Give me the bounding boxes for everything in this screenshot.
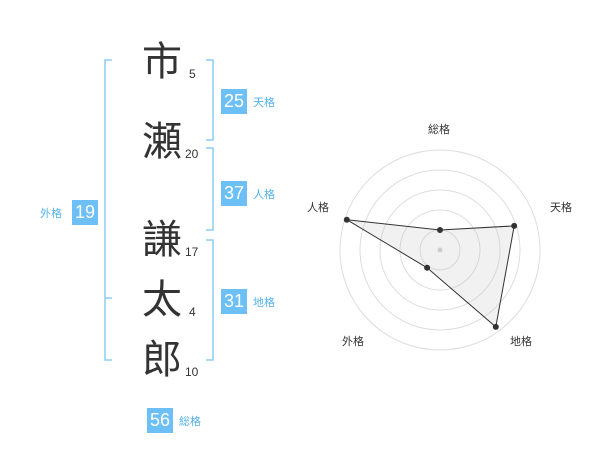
chikaku-label: 地格	[253, 296, 275, 309]
stroke-count-5: 10	[185, 365, 199, 379]
brackets	[104, 59, 214, 361]
tenkaku-badge: 25	[221, 89, 247, 114]
name-char-2: 瀬	[142, 119, 182, 165]
stroke-count-4: 4	[189, 305, 196, 319]
radar-point-2	[492, 323, 499, 330]
name-char-3: 謙	[142, 217, 182, 263]
radar-grid-ring	[399, 209, 481, 291]
tenkaku-bracket	[206, 59, 214, 141]
jinkaku-label: 人格	[253, 188, 275, 201]
stroke-count-3: 17	[185, 245, 199, 259]
gaikaku-badge: 19	[72, 200, 98, 225]
radar-grid	[339, 149, 541, 351]
radar-grid-ring	[379, 189, 501, 311]
name-char-5: 郎	[142, 337, 182, 383]
soukaku-label: 総格	[179, 415, 201, 428]
radar-point-3	[424, 264, 431, 271]
radar-axis-label-chikaku: 地格	[510, 335, 532, 348]
radar-axis-label-jinkaku: 人格	[307, 201, 329, 214]
tenkaku-label: 天格	[253, 96, 275, 109]
radar-grid-ring	[359, 169, 521, 331]
gaikaku-bracket	[104, 59, 112, 361]
name-char-4: 太	[142, 277, 182, 323]
radar-point-0	[437, 227, 443, 233]
soukaku-badge: 56	[147, 408, 173, 433]
stroke-count-2: 20	[185, 147, 199, 161]
radar-point-4	[343, 216, 350, 223]
radar-point-1	[511, 222, 518, 229]
radar-series-area	[346, 219, 515, 328]
radar-grid-ring	[339, 149, 541, 351]
chikaku-bracket	[206, 239, 214, 361]
name-char-1: 市	[142, 39, 182, 85]
jinkaku-bracket	[206, 147, 214, 231]
stroke-count-1: 5	[189, 67, 196, 81]
radar-series	[343, 216, 518, 330]
radar-axis-label-soukaku: 総格	[428, 123, 450, 136]
radar-chart	[339, 149, 541, 351]
radar-center-point	[437, 247, 443, 253]
radar-axis-label-tenkaku: 天格	[550, 201, 572, 214]
radar-axis-label-gaikaku: 外格	[342, 335, 364, 348]
gaikaku-label: 外格	[40, 207, 62, 220]
jinkaku-badge: 37	[221, 181, 247, 206]
chikaku-badge: 31	[221, 289, 247, 314]
